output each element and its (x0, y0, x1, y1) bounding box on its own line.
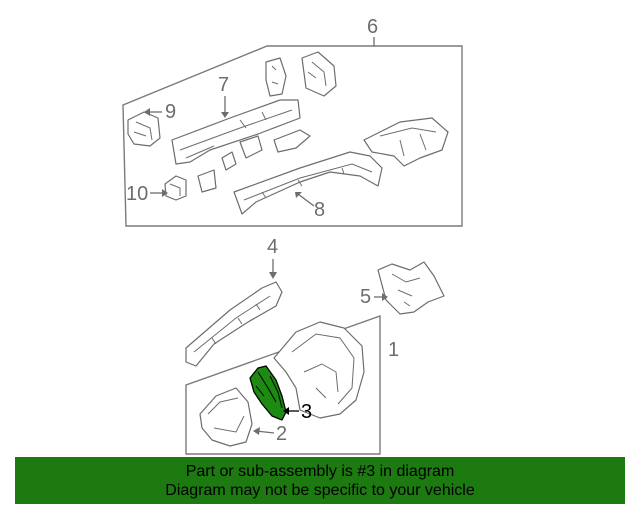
callout-5: 5 (360, 286, 371, 308)
arrow-3 (283, 407, 289, 415)
callout-1: 1 (388, 339, 399, 361)
part-3-bracket-highlighted[interactable] (249, 365, 287, 421)
arrow-9 (144, 108, 150, 116)
part-8-lower-rail[interactable] (233, 151, 383, 215)
info-banner: Part or sub-assembly is #3 in diagram Di… (15, 457, 625, 504)
callout-7: 7 (218, 74, 229, 96)
callout-3: 3 (301, 401, 312, 423)
callout-9: 9 (165, 101, 176, 123)
upper-group-box (122, 45, 463, 227)
banner-line-2: Diagram may not be specific to your vehi… (165, 482, 475, 499)
part-10-bracket[interactable] (164, 175, 187, 201)
small-bracket-d[interactable] (273, 129, 311, 153)
arrow-2 (253, 427, 260, 435)
callout-4: 4 (267, 236, 278, 258)
part-4-rail[interactable] (185, 281, 283, 367)
arrow-5 (382, 293, 388, 301)
callout-10: 10 (126, 183, 148, 205)
part-9-bracket[interactable] (127, 111, 161, 147)
part-5-bracket[interactable] (377, 261, 445, 315)
callout-8: 8 (314, 199, 325, 221)
callout-6: 6 (367, 16, 378, 38)
small-bracket-b[interactable] (239, 135, 263, 159)
banner-line-1: Part or sub-assembly is #3 in diagram (185, 463, 455, 480)
part-3-fill (249, 365, 287, 421)
small-bracket-a[interactable] (221, 151, 237, 171)
top-bracket-left[interactable] (265, 57, 287, 97)
top-bracket-right[interactable] (301, 51, 337, 97)
arrow-4 (269, 272, 277, 279)
right-bracket-assembly[interactable] (363, 117, 449, 167)
leader-8 (297, 193, 315, 207)
part-7-upper-rail[interactable] (171, 99, 301, 165)
parts-diagram: 6 7 9 10 8 4 5 1 2 3 (122, 16, 463, 455)
arrow-8 (295, 192, 302, 198)
callout-2: 2 (276, 423, 287, 445)
part-1-wheelhouse-assembly[interactable] (273, 321, 365, 419)
small-bracket-c[interactable] (197, 169, 217, 193)
part-2-inner-panel[interactable] (199, 387, 253, 447)
arrow-10 (162, 189, 168, 197)
arrow-7 (221, 112, 229, 118)
